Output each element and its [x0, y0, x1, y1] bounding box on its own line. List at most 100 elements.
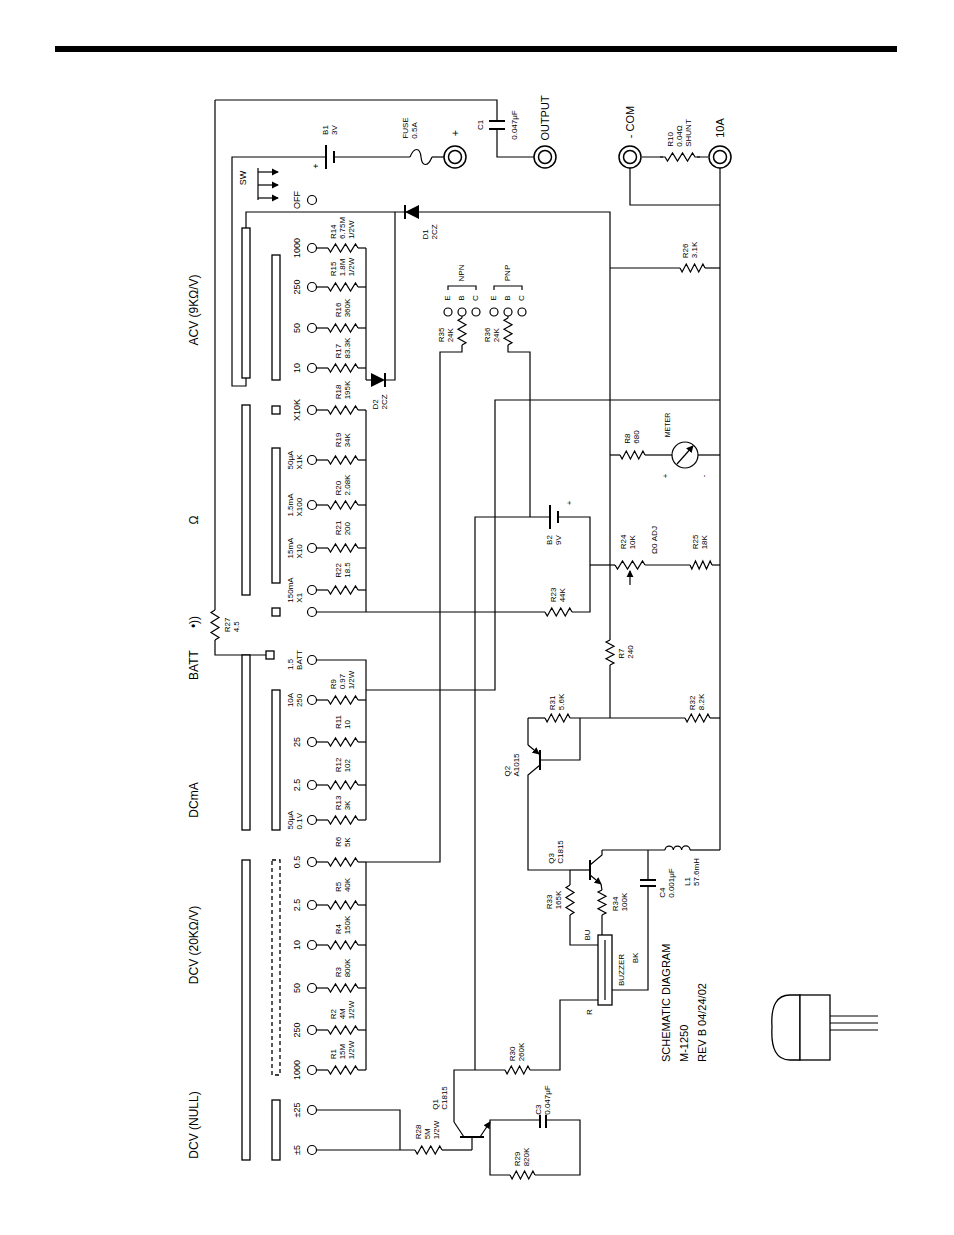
resistor-symbol [328, 586, 358, 594]
wire [528, 717, 545, 718]
wire [454, 1070, 505, 1122]
transistor-package [772, 995, 800, 1060]
label-group: R2410K [619, 535, 637, 550]
switch-terminal [308, 1066, 317, 1075]
wire [358, 504, 366, 505]
part-label: 1/2W [348, 258, 357, 277]
part-label: 50 [292, 323, 302, 333]
wire [454, 1122, 464, 1137]
part-label: C [517, 295, 526, 301]
label-group: R30260K [508, 1043, 526, 1062]
resistor-symbol [680, 264, 705, 272]
wire [830, 1022, 878, 1023]
wire [317, 611, 546, 612]
part-label: M-1250 [678, 1025, 691, 1062]
label-group: R21200 [334, 521, 352, 536]
jack-hole [624, 151, 637, 164]
part-label: OFF [292, 191, 302, 209]
resistor-symbol [545, 714, 570, 722]
jack-terminal: OUTPUT [533, 145, 557, 169]
part-label: R [585, 1009, 594, 1015]
part-label: 4M [338, 1001, 347, 1020]
wire [317, 409, 329, 410]
plate [325, 145, 327, 169]
label-group: + [311, 163, 321, 168]
arrow-line [590, 875, 601, 884]
wire [570, 717, 685, 718]
wire [540, 718, 580, 760]
wire [358, 819, 366, 820]
label-group: BUZZER [617, 954, 626, 986]
label-group: R2344K [549, 588, 567, 603]
resistor-symbol [328, 696, 358, 704]
label-group: Q2A1015 [503, 753, 521, 776]
part-label: 250 [292, 1022, 302, 1037]
label-group: - [699, 475, 708, 478]
part-label: 10A [286, 693, 295, 707]
jack-terminal: - COM [618, 145, 642, 169]
part-label: R31 [548, 694, 557, 710]
label-group: R3524K [437, 328, 455, 343]
label-group: C1 [476, 120, 485, 130]
part-label: 1/2W [348, 1001, 357, 1020]
label-group: X10K [292, 399, 302, 421]
part-label: R36 [483, 328, 492, 343]
wire [358, 944, 366, 945]
label-group: 1.5mAX100 [286, 493, 304, 516]
wire [590, 564, 615, 565]
socket-pin [458, 308, 466, 316]
resistor-symbol [606, 640, 614, 665]
switch-wafer [272, 1100, 280, 1160]
part-label: 5M [423, 1121, 432, 1140]
label-group: 1000 [292, 238, 302, 258]
label-group: R8680 [623, 430, 641, 443]
label-group: R1110 [334, 715, 352, 729]
label-group: B29V [545, 535, 563, 545]
arrow-line [528, 745, 539, 754]
wire [358, 367, 366, 368]
wire [215, 100, 497, 121]
part-label: 195K [343, 381, 352, 400]
part-label: 18.5 [343, 562, 352, 578]
resistor-symbol [211, 610, 219, 640]
label-group: 10 [292, 363, 302, 373]
label-group: R2518K [691, 535, 709, 550]
arrow-line [677, 446, 693, 464]
part-label: 1/2W [433, 1121, 442, 1140]
part-label: 250 [295, 693, 304, 707]
wire [570, 915, 598, 945]
part-label: E [443, 295, 452, 300]
part-label: 40K [343, 878, 352, 892]
resistor-symbol [328, 941, 358, 949]
part-label: R19 [334, 433, 343, 448]
label-group: C30.047μF [534, 1085, 552, 1115]
part-label: BU [583, 929, 592, 940]
wire [317, 904, 329, 905]
label-group: C [471, 295, 480, 301]
label-group: R12102 [334, 758, 352, 773]
resistor-symbol [458, 318, 466, 345]
part-label: R20 [334, 475, 343, 496]
transistor-package [800, 995, 830, 1060]
part-label: - [699, 475, 708, 478]
wire [358, 1029, 366, 1030]
wire [317, 504, 329, 505]
switch-contact [272, 608, 280, 616]
switch-wafer [272, 255, 280, 380]
part-label: X10 [295, 538, 304, 559]
label-group: 250 [292, 279, 302, 294]
label-group: REV B 04/24/02 [696, 983, 709, 1062]
part-label: 150mA [286, 577, 295, 602]
jack-label: 10A [714, 118, 727, 138]
wire [358, 247, 366, 248]
switch-terminal [308, 608, 317, 617]
label-group: PNP [503, 265, 512, 281]
resistor-symbol [505, 1066, 530, 1074]
part-label: 3K [343, 796, 352, 811]
wire [358, 589, 366, 590]
part-label: R4 [334, 916, 343, 935]
wire [358, 409, 366, 410]
wire [317, 327, 329, 328]
resistor-symbol [690, 561, 712, 569]
